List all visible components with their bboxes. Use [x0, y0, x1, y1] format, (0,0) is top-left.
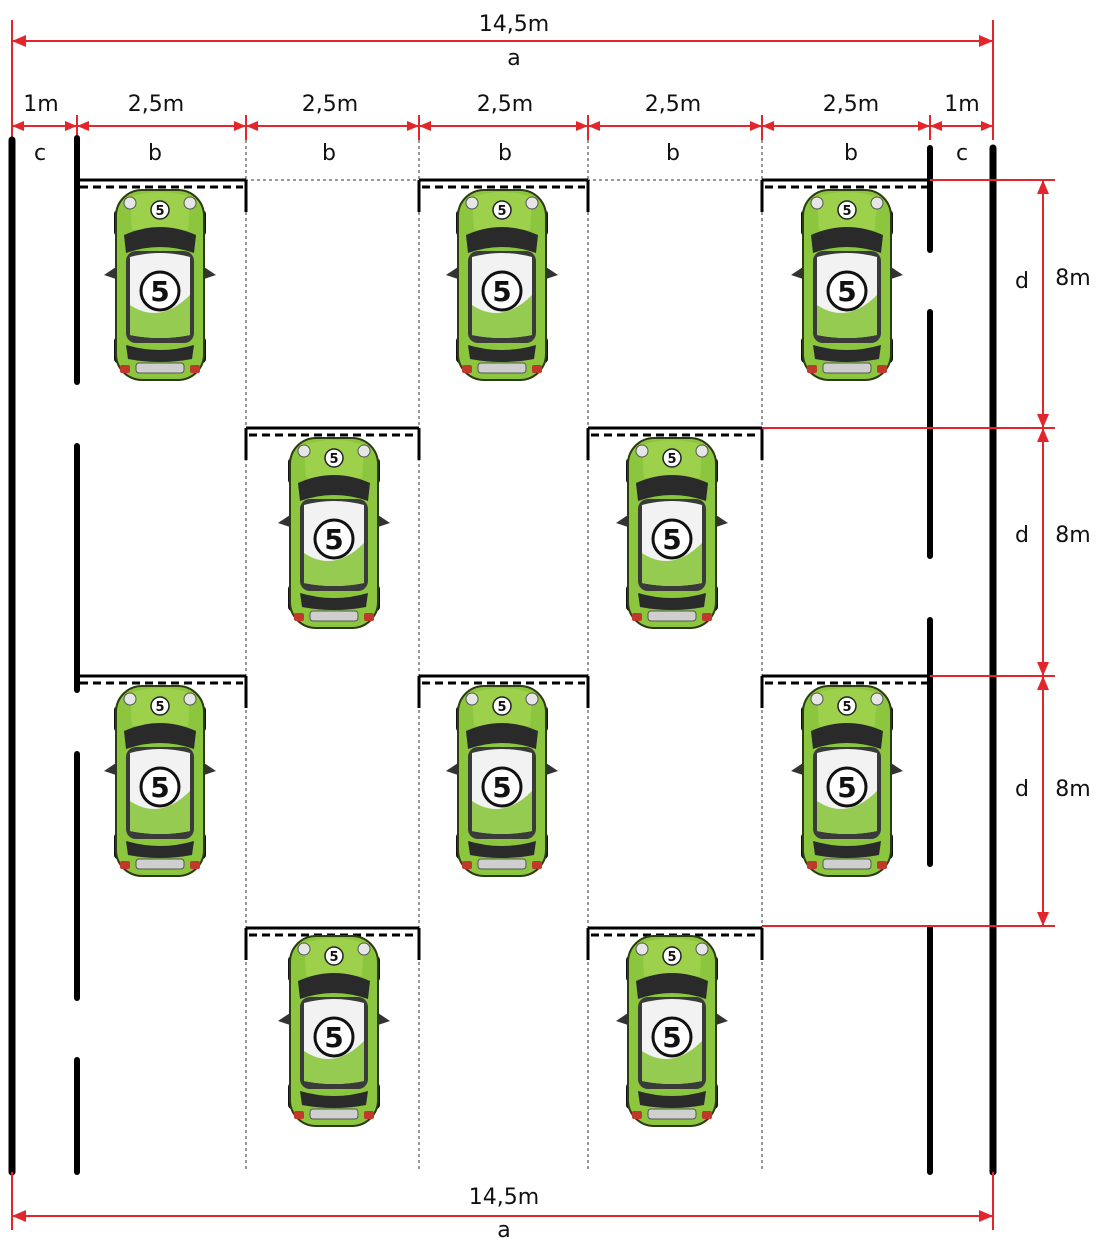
car-r1-c1 — [102, 188, 218, 382]
top-overall-dimension: 14,5m a — [11, 12, 994, 140]
car-r4-c4 — [614, 934, 730, 1128]
car-r3-c3 — [444, 684, 560, 878]
column-dimension-chain: 1m 2,5m 2,5m 2,5m 2,5m 2,5m 1m c b b b b… — [12, 92, 993, 166]
row-letter-2: d — [1015, 777, 1029, 802]
col-value-6: 1m — [944, 92, 979, 117]
row-value-1: 8m — [1055, 523, 1090, 548]
col-letter-2: b — [322, 141, 336, 166]
col-letter-4: b — [666, 141, 680, 166]
col-letter-5: b — [844, 141, 858, 166]
col-value-0: 1m — [23, 92, 58, 117]
col-value-3: 2,5m — [477, 92, 533, 117]
bay-r3-c3 — [417, 674, 590, 708]
bay-r1-c3 — [417, 178, 590, 212]
bay-r1-c5 — [760, 178, 930, 212]
car-r2-c4 — [614, 436, 730, 630]
car-r1-c5 — [789, 188, 905, 382]
bottom-overall-dimension: 14,5m a — [11, 1172, 994, 1239]
bay-r2-c2 — [244, 426, 421, 460]
car-r1-c3 — [444, 188, 560, 382]
row-letter-0: d — [1015, 269, 1029, 294]
row-dimension-chain: d 8m d 8m d 8m — [762, 179, 1091, 927]
col-value-4: 2,5m — [645, 92, 701, 117]
col-letter-3: b — [498, 141, 512, 166]
col-letter-6: c — [956, 141, 968, 166]
col-value-5: 2,5m — [823, 92, 879, 117]
row-letter-1: d — [1015, 523, 1029, 548]
top-overall-value: 14,5m — [479, 12, 549, 37]
row-value-0: 8m — [1055, 266, 1090, 291]
bay-r3-c1 — [77, 674, 248, 708]
bay-r1-c1 — [77, 178, 248, 212]
col-value-1: 2,5m — [128, 92, 184, 117]
cars — [102, 188, 905, 1128]
bottom-overall-value: 14,5m — [469, 1185, 539, 1210]
col-letter-1: b — [148, 141, 162, 166]
top-overall-letter: a — [507, 46, 520, 71]
col-letter-0: c — [34, 141, 46, 166]
car-r3-c5 — [789, 684, 905, 878]
col-value-2: 2,5m — [302, 92, 358, 117]
car-r2-c2 — [276, 436, 392, 630]
car-r4-c2 — [276, 934, 392, 1128]
bottom-overall-letter: a — [497, 1218, 510, 1239]
car-r3-c1 — [102, 684, 218, 878]
parking-bays — [77, 178, 930, 960]
bay-r2-c4 — [586, 426, 764, 460]
row-value-2: 8m — [1055, 777, 1090, 802]
bay-r3-c5 — [760, 674, 930, 708]
